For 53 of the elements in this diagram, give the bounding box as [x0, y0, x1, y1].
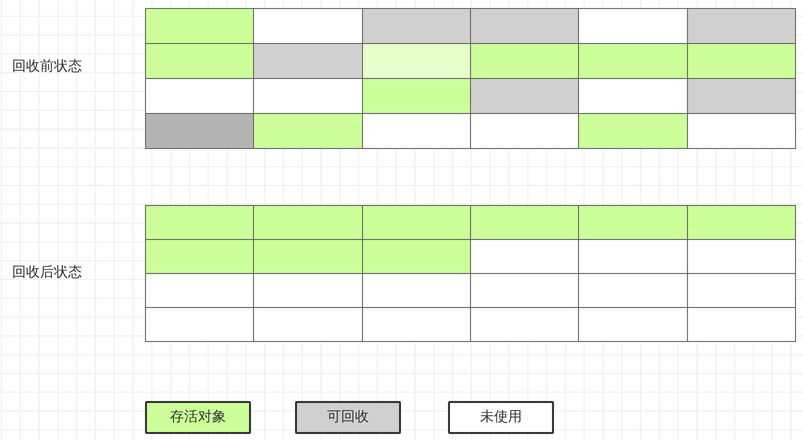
memory-block — [253, 113, 363, 149]
memory-block — [145, 205, 254, 240]
memory-block — [687, 205, 796, 240]
memory-block — [470, 205, 579, 240]
memory-block — [470, 273, 579, 308]
memory-block — [145, 273, 254, 308]
memory-block — [362, 8, 471, 44]
memory-block — [470, 8, 579, 44]
memory-block — [470, 43, 579, 79]
memory-block — [578, 307, 688, 342]
memory-block — [362, 43, 471, 79]
memory-block — [578, 273, 688, 308]
memory-block — [145, 307, 254, 342]
memory-block — [362, 205, 471, 240]
memory-block — [362, 78, 471, 114]
state-label: 回收前状态 — [12, 58, 82, 76]
memory-block — [687, 307, 796, 342]
memory-block — [470, 78, 579, 114]
memory-block — [687, 43, 796, 79]
memory-block — [145, 8, 254, 44]
memory-block — [253, 8, 363, 44]
memory-block — [578, 239, 688, 274]
memory-block — [687, 273, 796, 308]
memory-block — [578, 8, 688, 44]
memory-block — [253, 78, 363, 114]
memory-block — [578, 205, 688, 240]
memory-block — [145, 113, 254, 149]
memory-block — [253, 43, 363, 79]
memory-block — [687, 78, 796, 114]
legend-label: 未使用 — [480, 409, 522, 426]
memory-block — [145, 78, 254, 114]
state-label: 回收后状态 — [12, 264, 82, 282]
memory-block — [362, 307, 471, 342]
memory-block — [687, 239, 796, 274]
memory-block — [470, 113, 579, 149]
memory-block — [687, 113, 796, 149]
memory-block — [145, 239, 254, 274]
memory-block — [253, 205, 363, 240]
memory-block — [578, 43, 688, 79]
memory-block — [253, 273, 363, 308]
memory-block — [362, 273, 471, 308]
memory-block — [470, 307, 579, 342]
memory-block — [578, 78, 688, 114]
legend-label: 存活对象 — [170, 409, 226, 426]
legend-label: 可回收 — [327, 409, 369, 426]
memory-block — [470, 239, 579, 274]
memory-block — [253, 307, 363, 342]
memory-block — [687, 8, 796, 44]
memory-block — [253, 239, 363, 274]
memory-block — [362, 113, 471, 149]
memory-block — [362, 239, 471, 274]
memory-block — [145, 43, 254, 79]
memory-block — [578, 113, 688, 149]
